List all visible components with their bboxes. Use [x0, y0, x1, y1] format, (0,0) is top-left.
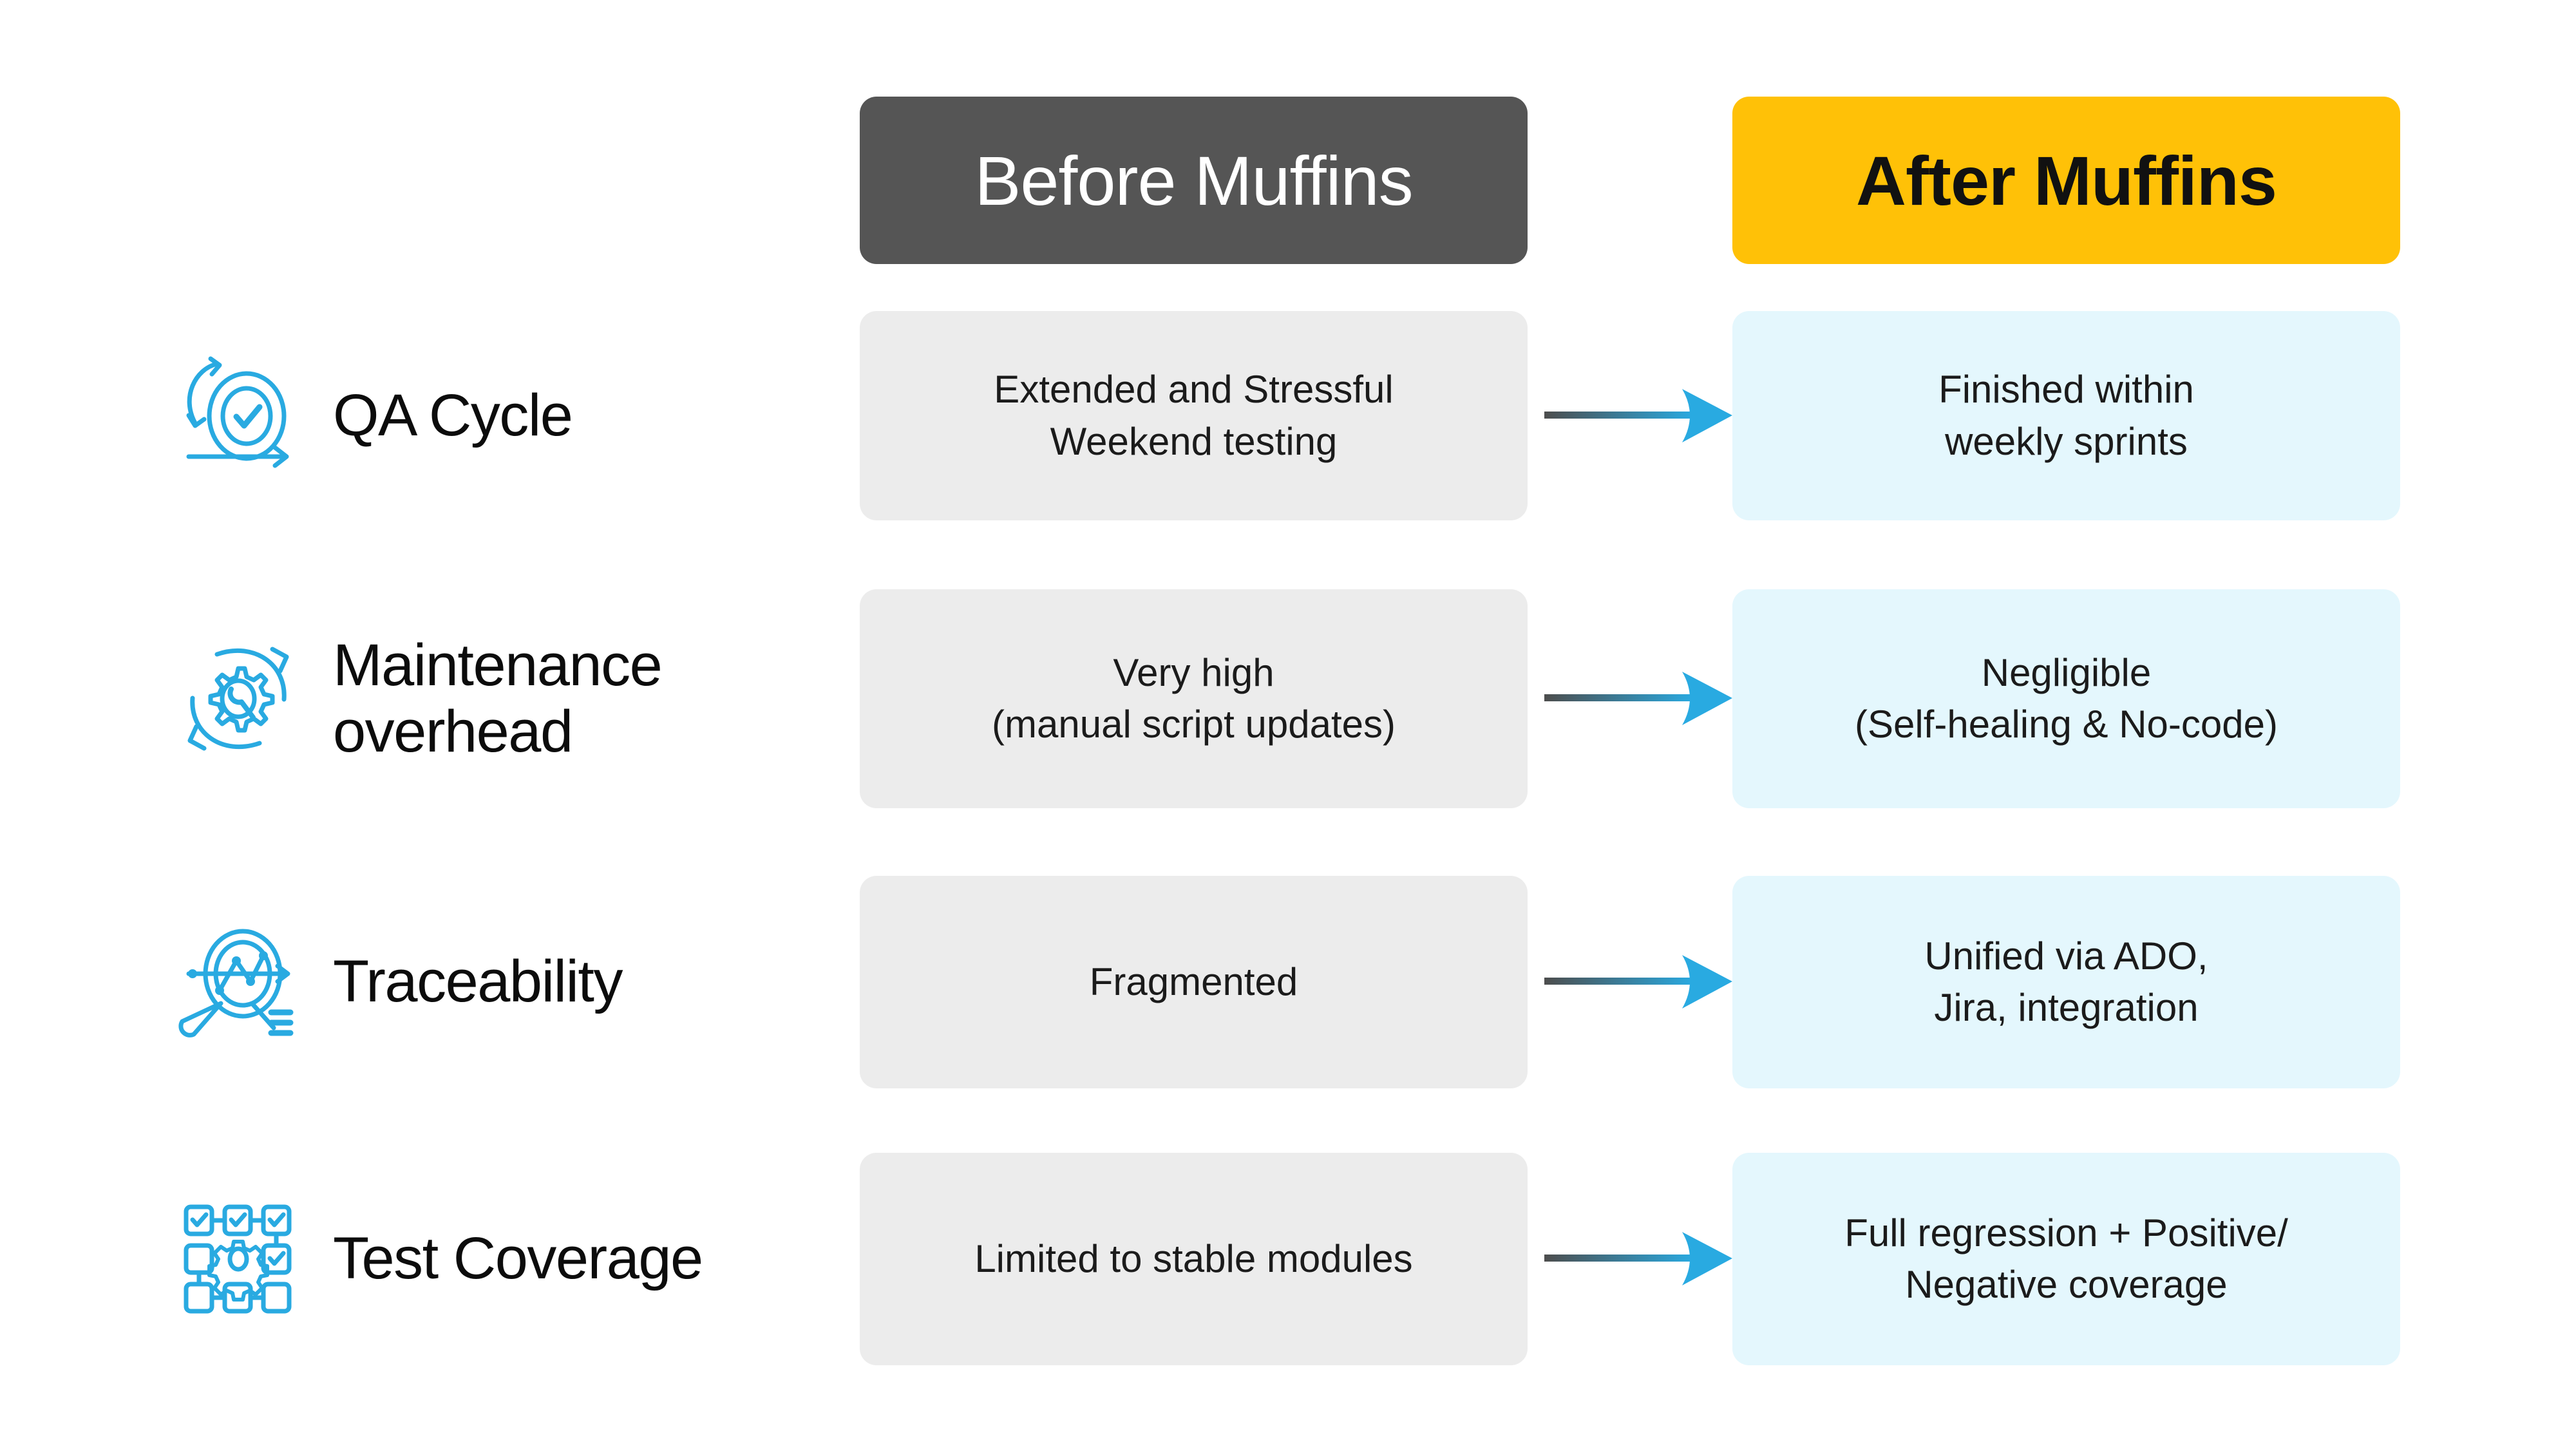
column-header-before: Before Muffins [860, 97, 1528, 264]
feature-qa-cycle: QA Cycle [177, 311, 847, 520]
feature-label: Maintenance overhead [333, 632, 663, 764]
feature-label: Test Coverage [333, 1226, 703, 1292]
maintenance-gear-wrench-icon [177, 638, 299, 760]
feature-maintenance-overhead: Maintenance overhead [177, 589, 847, 808]
before-card: Very high (manual script updates) [860, 589, 1528, 808]
feature-test-coverage: Test Coverage [177, 1153, 847, 1365]
before-card: Limited to stable modules [860, 1153, 1528, 1365]
arrow-right-icon [1544, 943, 1732, 1021]
arrow-right-icon [1544, 660, 1732, 737]
feature-label: Traceability [333, 949, 623, 1015]
traceability-magnifier-icon [177, 921, 299, 1043]
before-card: Extended and Stressful Weekend testing [860, 311, 1528, 520]
column-header-after: After Muffins [1732, 97, 2400, 264]
after-card: Full regression + Positive/ Negative cov… [1732, 1153, 2400, 1365]
before-card: Fragmented [860, 876, 1528, 1088]
test-coverage-grid-icon [177, 1198, 299, 1320]
feature-traceability: Traceability [177, 876, 847, 1088]
comparison-row: Traceability Fragmented Unified via ADO,… [0, 876, 2576, 1088]
arrow-right-icon [1544, 1220, 1732, 1298]
feature-label: QA Cycle [333, 382, 573, 448]
comparison-row: Maintenance overhead Very high (manual s… [0, 589, 2576, 808]
arrow-right-icon [1544, 377, 1732, 455]
qa-cycle-icon [177, 355, 299, 477]
after-card: Unified via ADO, Jira, integration [1732, 876, 2400, 1088]
comparison-row: QA Cycle Extended and Stressful Weekend … [0, 311, 2576, 520]
comparison-row: Test Coverage Limited to stable modules … [0, 1153, 2576, 1365]
after-card: Negligible (Self-healing & No-code) [1732, 589, 2400, 808]
after-card: Finished within weekly sprints [1732, 311, 2400, 520]
